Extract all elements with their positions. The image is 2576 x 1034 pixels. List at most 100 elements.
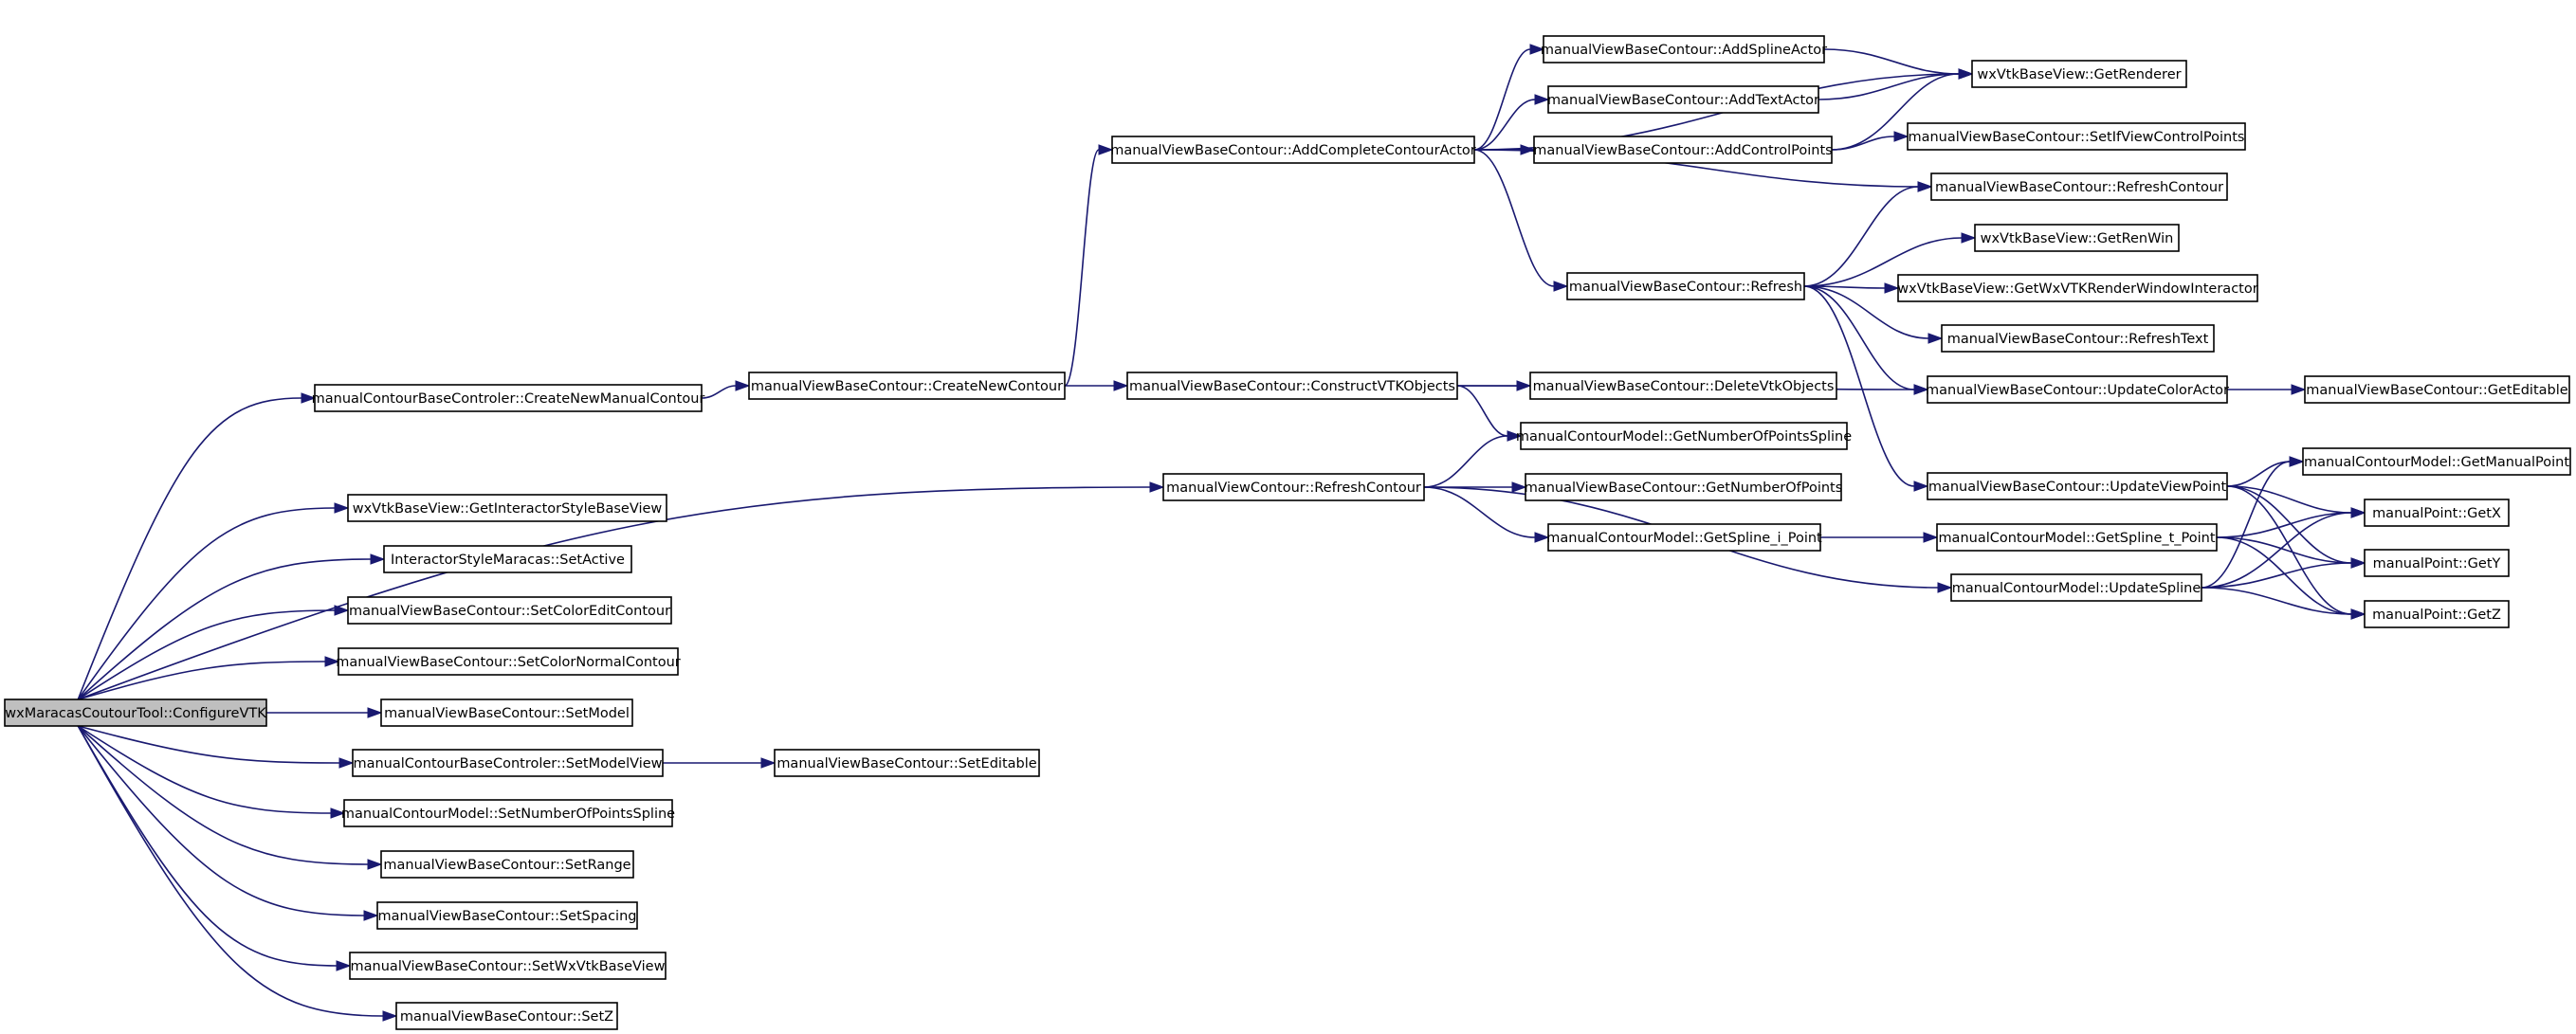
node-mp-getx[interactable]: manualPoint::GetX	[2364, 499, 2510, 527]
node-mcm-getspline-i[interactable]: manualContourModel::GetSpline_i_Point	[1546, 523, 1822, 552]
arrowhead	[1113, 380, 1129, 391]
node-label: manualViewBaseContour::UpdateColorActor	[1926, 383, 2229, 398]
node-mcm-setnumspline[interactable]: manualContourModel::SetNumberOfPointsSpl…	[341, 799, 675, 827]
node-box	[2364, 600, 2510, 628]
node-mp-getz[interactable]: manualPoint::GetZ	[2364, 600, 2510, 628]
node-mvbc-setmodel[interactable]: manualViewBaseContour::SetModel	[380, 698, 633, 727]
node-mcm-getspline-t[interactable]: manualContourModel::GetSpline_t_Point	[1936, 523, 2218, 552]
node-mvbc-setcoloredit[interactable]: manualViewBaseContour::SetColorEditConto…	[347, 596, 672, 625]
node-label: manualViewBaseContour::GetNumberOfPoints	[1525, 481, 1843, 496]
edge-line	[1423, 435, 1508, 488]
edge-root-to-mvbc-setspacing	[77, 725, 379, 921]
edge-line	[77, 725, 365, 916]
node-label: manualViewBaseContour::AddTextActor	[1547, 93, 1819, 108]
node-mvbc-refreshcontour[interactable]: manualViewBaseContour::RefreshContour	[1930, 172, 2228, 201]
node-box	[1927, 375, 2228, 404]
edge-mvbc-createnew-to-mvbc-construct	[1064, 380, 1129, 391]
node-mvbc-addtext[interactable]: manualViewBaseContour::AddTextActor	[1547, 85, 1819, 114]
node-mvbc-addcontrol[interactable]: manualViewBaseContour::AddControlPoints	[1533, 136, 1833, 164]
node-wxv-getinter[interactable]: wxVtkBaseView::GetInteractorStyleBaseVie…	[347, 494, 667, 522]
node-mcm-getnumspline[interactable]: manualContourModel::GetNumberOfPointsSpl…	[1516, 422, 1852, 450]
node-mvc-refresh[interactable]: manualViewContour::RefreshContour	[1162, 473, 1425, 501]
arrowhead	[324, 656, 340, 667]
node-mvbc-addcomplete[interactable]: manualViewBaseContour::AddCompleteContou…	[1110, 136, 1476, 164]
node-label: wxVtkBaseView::GetRenderer	[1977, 67, 2181, 82]
edge-line	[2201, 562, 2352, 589]
node-label: manualViewBaseContour::Refresh	[1569, 280, 1802, 295]
node-box	[1529, 372, 1837, 400]
arrowhead	[2350, 608, 2366, 620]
node-mvbc-addspline[interactable]: manualViewBaseContour::AddSplineActor	[1541, 35, 1827, 63]
node-mvbc-setrange[interactable]: manualViewBaseContour::SetRange	[380, 850, 634, 879]
arrowhead	[1534, 94, 1550, 105]
node-mvbc-setwxvtk[interactable]: manualViewBaseContour::SetWxVtkBaseView	[349, 952, 667, 980]
arrowhead	[370, 553, 386, 565]
node-box	[1907, 122, 2246, 151]
edge-mvc-refresh-to-mcm-getspline-i	[1423, 486, 1550, 543]
node-box	[748, 372, 1066, 400]
node-mvbc-setz[interactable]: manualViewBaseContour::SetZ	[395, 1002, 618, 1030]
edge-line	[77, 725, 332, 814]
node-mvbc-seteditable[interactable]: manualViewBaseContour::SetEditable	[774, 749, 1040, 777]
node-wxv-getwxvtk[interactable]: wxVtkBaseView::GetWxVTKRenderWindowInter…	[1897, 274, 2258, 302]
edge-line	[1803, 237, 1963, 287]
edge-mvbc-updatecolor-to-mvbc-geteditable	[2226, 384, 2307, 395]
node-box	[376, 901, 638, 930]
node-mvbc-setspacing[interactable]: manualViewBaseContour::SetSpacing	[376, 901, 638, 930]
node-mvbc-getnumpoints[interactable]: manualViewBaseContour::GetNumberOfPoints	[1525, 473, 1843, 501]
arrowhead	[363, 910, 379, 921]
node-mvbc-updatecolor[interactable]: manualViewBaseContour::UpdateColorActor	[1926, 375, 2229, 404]
node-cbc-create[interactable]: manualContourBaseControler::CreateNewMan…	[312, 384, 705, 412]
edge-mcm-updatespline-to-mp-getz	[2201, 587, 2366, 620]
edge-line	[2226, 485, 2352, 514]
node-box	[2304, 375, 2570, 404]
arrowhead	[367, 707, 383, 718]
edges-layer	[77, 44, 2366, 1022]
node-label: manualContourBaseControler::CreateNewMan…	[312, 391, 705, 407]
node-label: wxVtkBaseView::GetInteractorStyleBaseVie…	[353, 501, 663, 517]
node-mvbc-refreshm[interactable]: manualViewBaseContour::Refresh	[1566, 272, 1805, 300]
node-mcm-updatespline[interactable]: manualContourModel::UpdateSpline	[1950, 573, 2202, 602]
arrowhead	[1913, 481, 1929, 492]
edge-mcm-updatespline-to-mp-gety	[2201, 557, 2366, 589]
arrowhead	[1937, 582, 1953, 593]
edge-line	[1803, 285, 1929, 339]
edge-mvbc-createnew-to-mvbc-addcomplete	[1064, 144, 1114, 387]
node-box	[774, 749, 1040, 777]
node-mvbc-createnew[interactable]: manualViewBaseContour::CreateNewContour	[748, 372, 1066, 400]
arrowhead	[1529, 44, 1545, 55]
node-cbc-setmodelview[interactable]: manualContourBaseControler::SetModelView	[352, 749, 664, 777]
node-label: manualViewBaseContour::ConstructVTKObjec…	[1129, 379, 1455, 394]
node-label: manualViewBaseContour::RefreshContour	[1935, 180, 2223, 195]
node-mvbc-setifview[interactable]: manualViewBaseContour::SetIfViewControlP…	[1907, 122, 2246, 151]
node-box	[338, 647, 679, 676]
node-label: manualViewBaseContour::GetEditable	[2306, 383, 2567, 398]
node-label: manualViewBaseContour::UpdateViewPoint	[1928, 480, 2227, 495]
edge-line	[1423, 486, 1536, 538]
node-label: manualContourModel::GetSpline_i_Point	[1546, 531, 1822, 546]
arrowhead	[1961, 232, 1977, 244]
edge-line	[2216, 536, 2352, 564]
node-label: wxVtkBaseView::GetWxVTKRenderWindowInter…	[1897, 281, 2257, 297]
node-label: manualContourModel::GetSpline_t_Point	[1938, 531, 2215, 546]
node-mvbc-setcolornormal[interactable]: manualViewBaseContour::SetColorNormalCon…	[336, 647, 681, 676]
node-mvbc-geteditable[interactable]: manualViewBaseContour::GetEditable	[2304, 375, 2570, 404]
node-mcm-getmanualpoint[interactable]: manualContourModel::GetManualPoint	[2302, 447, 2571, 476]
node-mp-gety[interactable]: manualPoint::GetY	[2364, 549, 2510, 577]
node-box	[1543, 35, 1825, 63]
node-label: manualContourModel::GetManualPoint	[2304, 455, 2569, 470]
node-wxv-getrenwin[interactable]: wxVtkBaseView::GetRenWin	[1974, 224, 2180, 252]
edge-line	[77, 397, 302, 700]
node-root[interactable]: wxMaracasCoutourTool::ConfigureVTK	[4, 698, 267, 727]
node-ism-setactive[interactable]: InteractorStyleMaracas::SetActive	[383, 545, 632, 573]
edge-line	[1473, 48, 1531, 151]
node-mvbc-deletevtk[interactable]: manualViewBaseContour::DeleteVtkObjects	[1529, 372, 1837, 400]
node-box	[1974, 224, 2180, 252]
node-box	[343, 799, 673, 827]
edge-root-to-mvbc-setrange	[77, 725, 383, 870]
node-mvbc-updateviewpoint[interactable]: manualViewBaseContour::UpdateViewPoint	[1927, 472, 2228, 500]
edge-root-to-mvbc-setz	[77, 725, 398, 1022]
node-mvbc-construct[interactable]: manualViewBaseContour::ConstructVTKObjec…	[1126, 372, 1458, 400]
node-wxv-getrenderer[interactable]: wxVtkBaseView::GetRenderer	[1971, 60, 2187, 88]
node-mvbc-refreshtext[interactable]: manualViewBaseContour::RefreshText	[1941, 324, 2215, 353]
